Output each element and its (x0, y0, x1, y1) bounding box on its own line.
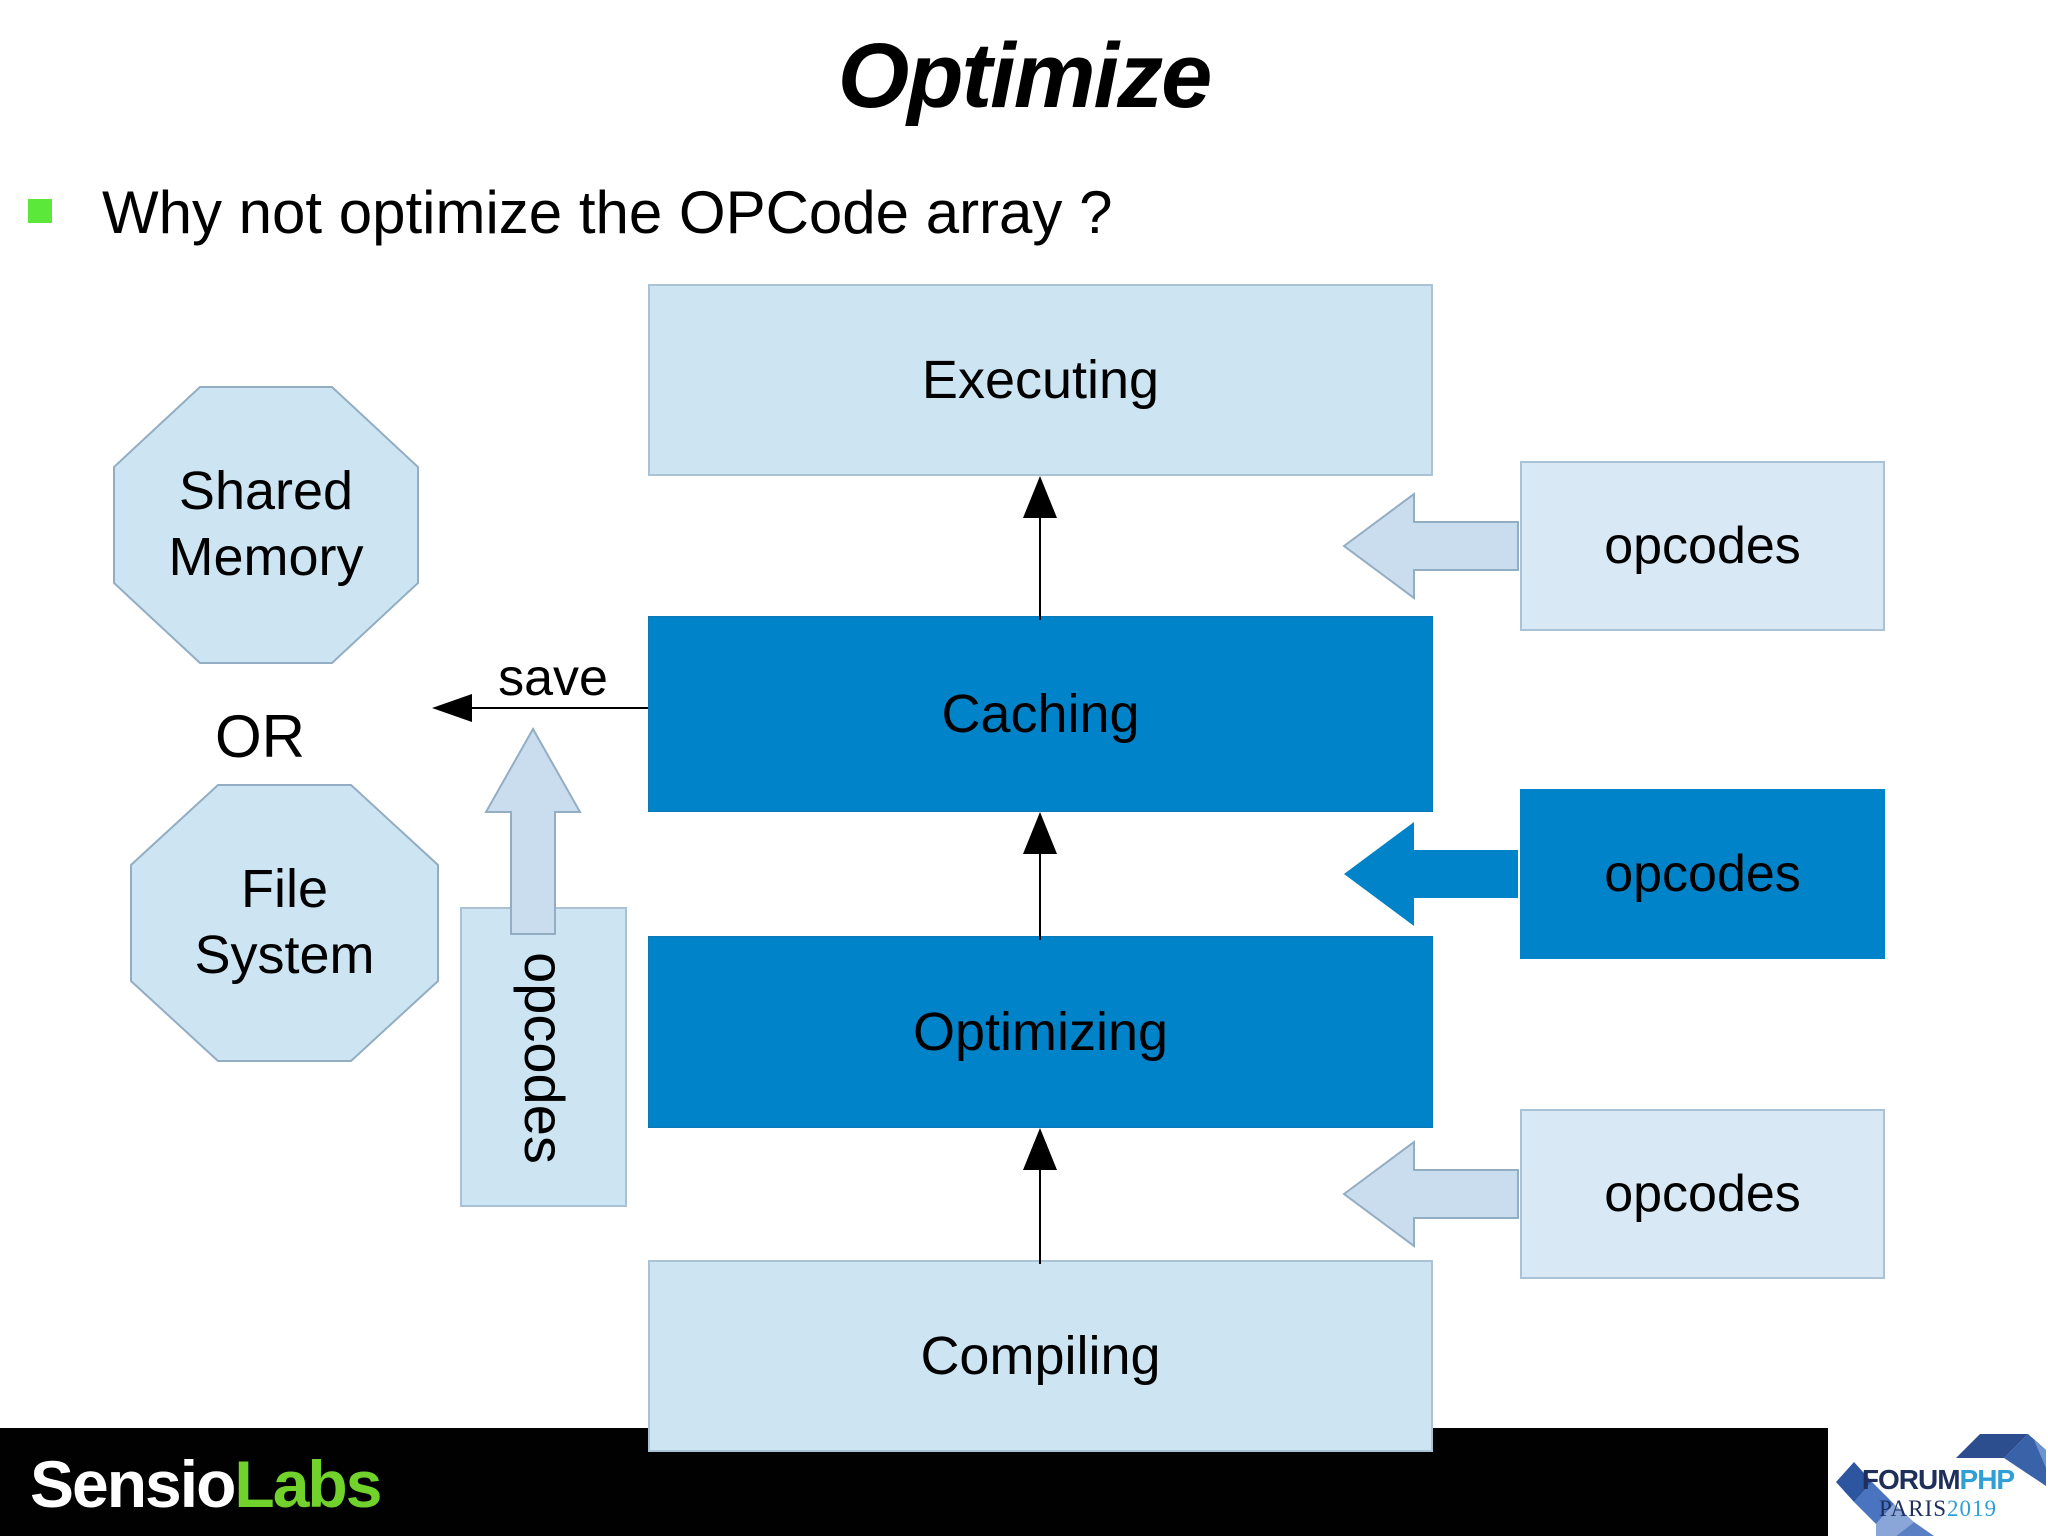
save-arrow-icon (420, 688, 655, 728)
file-system-octagon: File System (129, 783, 440, 1063)
input-label-opcodes-bottom: opcodes (1604, 1165, 1801, 1223)
stage-box-caching: Caching (648, 616, 1433, 812)
shared-memory-label: Shared Memory (168, 461, 364, 587)
flow-arrow-optimizing-to-caching-icon (1006, 810, 1074, 940)
slide-title: Optimize (837, 25, 1212, 127)
bullet-text: Why not optimize the OPCode array ? (102, 179, 1113, 246)
input-box-opcodes-top: opcodes (1520, 461, 1885, 631)
sensiolabs-logo: SensioLabs (30, 1446, 382, 1522)
php-text: PHP (1959, 1464, 2016, 1495)
stage-label-optimizing: Optimizing (912, 1002, 1169, 1062)
octagon-shape-icon (113, 386, 419, 664)
stage-label-compiling: Compiling (920, 1326, 1161, 1386)
save-label: save (498, 649, 608, 707)
year-text: 2019 (1947, 1496, 1998, 1521)
stage-box-executing: Executing (648, 284, 1433, 476)
labs-text: Labs (234, 1447, 382, 1521)
forumphp-subtitle: PARIS2019 (1828, 1496, 2048, 1522)
stage-box-optimizing: Optimizing (648, 936, 1433, 1128)
input-box-opcodes-middle: opcodes (1520, 789, 1885, 959)
stage-label-caching: Caching (941, 684, 1140, 744)
input-arrow-middle-icon (1340, 814, 1520, 934)
paris-text: PARIS (1878, 1496, 1948, 1521)
stage-box-compiling: Compiling (648, 1260, 1433, 1452)
sensio-text: Sensio (30, 1447, 236, 1521)
forum-text: FORUM (1861, 1464, 1961, 1495)
input-label-opcodes-top: opcodes (1604, 517, 1801, 575)
or-label: OR (215, 703, 305, 770)
forumphp-wordmark: FORUMPHP (1828, 1464, 2048, 1496)
forumphp-shapes-icon (1836, 1434, 2046, 1536)
input-label-opcodes-middle: opcodes (1604, 845, 1801, 903)
opcodes-up-arrow-icon (478, 726, 588, 936)
octagon-shape-icon (130, 784, 439, 1062)
stage-label-executing: Executing (921, 350, 1160, 410)
flow-arrow-caching-to-executing-icon (1006, 474, 1074, 620)
flow-arrow-compiling-to-optimizing-icon (1006, 1126, 1074, 1264)
input-box-opcodes-bottom: opcodes (1520, 1109, 1885, 1279)
opcodes-vertical-label: opcodes (513, 952, 576, 1164)
input-arrow-top-icon (1340, 486, 1520, 606)
file-system-label: File System (194, 859, 375, 985)
bullet-icon (28, 199, 52, 223)
forumphp-logo: FORUMPHP PARIS2019 (1828, 1420, 2048, 1536)
input-arrow-bottom-icon (1340, 1134, 1520, 1254)
opcodes-vertical-box: opcodes (460, 907, 627, 1207)
shared-memory-octagon: Shared Memory (112, 385, 420, 665)
